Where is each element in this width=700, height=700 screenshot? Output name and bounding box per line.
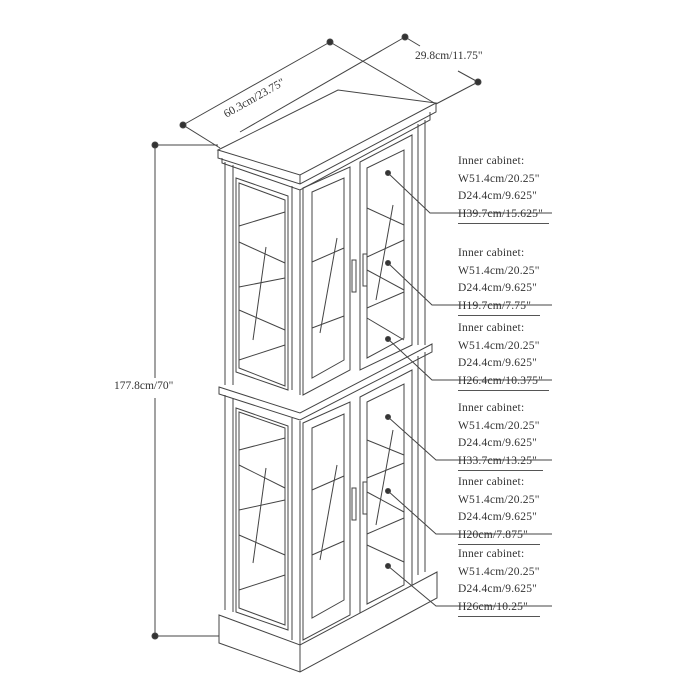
overall-height-label: 177.8cm/70" [114,380,174,392]
inner-cabinet-label-3: Inner cabinet: W51.4cm/20.25" D24.4cm/9.… [458,320,549,391]
lower-case [224,352,426,645]
inner-cabinet-label-2: Inner cabinet: W51.4cm/20.25" D24.4cm/9.… [458,245,540,316]
leader-lines [387,172,552,607]
width-dimension-line [179,38,437,149]
inner-cabinet-label-4: Inner cabinet: W51.4cm/20.25" D24.4cm/9.… [458,400,544,471]
upper-case [224,120,426,396]
inner-cabinet-label-1: Inner cabinet: W51.4cm/20.25" D24.4cm/9.… [458,153,549,224]
middle-ledge [218,343,433,421]
overall-depth-label: 29.8cm/11.75" [415,50,483,62]
inner-cabinet-label-5: Inner cabinet: W51.4cm/20.25" D24.4cm/9.… [458,474,540,545]
plinth [218,571,438,673]
inner-cabinet-label-6: Inner cabinet: W51.4cm/20.25" D24.4cm/9.… [458,546,540,617]
height-dimension-line [151,141,220,640]
depth-dimension-line [239,33,482,133]
